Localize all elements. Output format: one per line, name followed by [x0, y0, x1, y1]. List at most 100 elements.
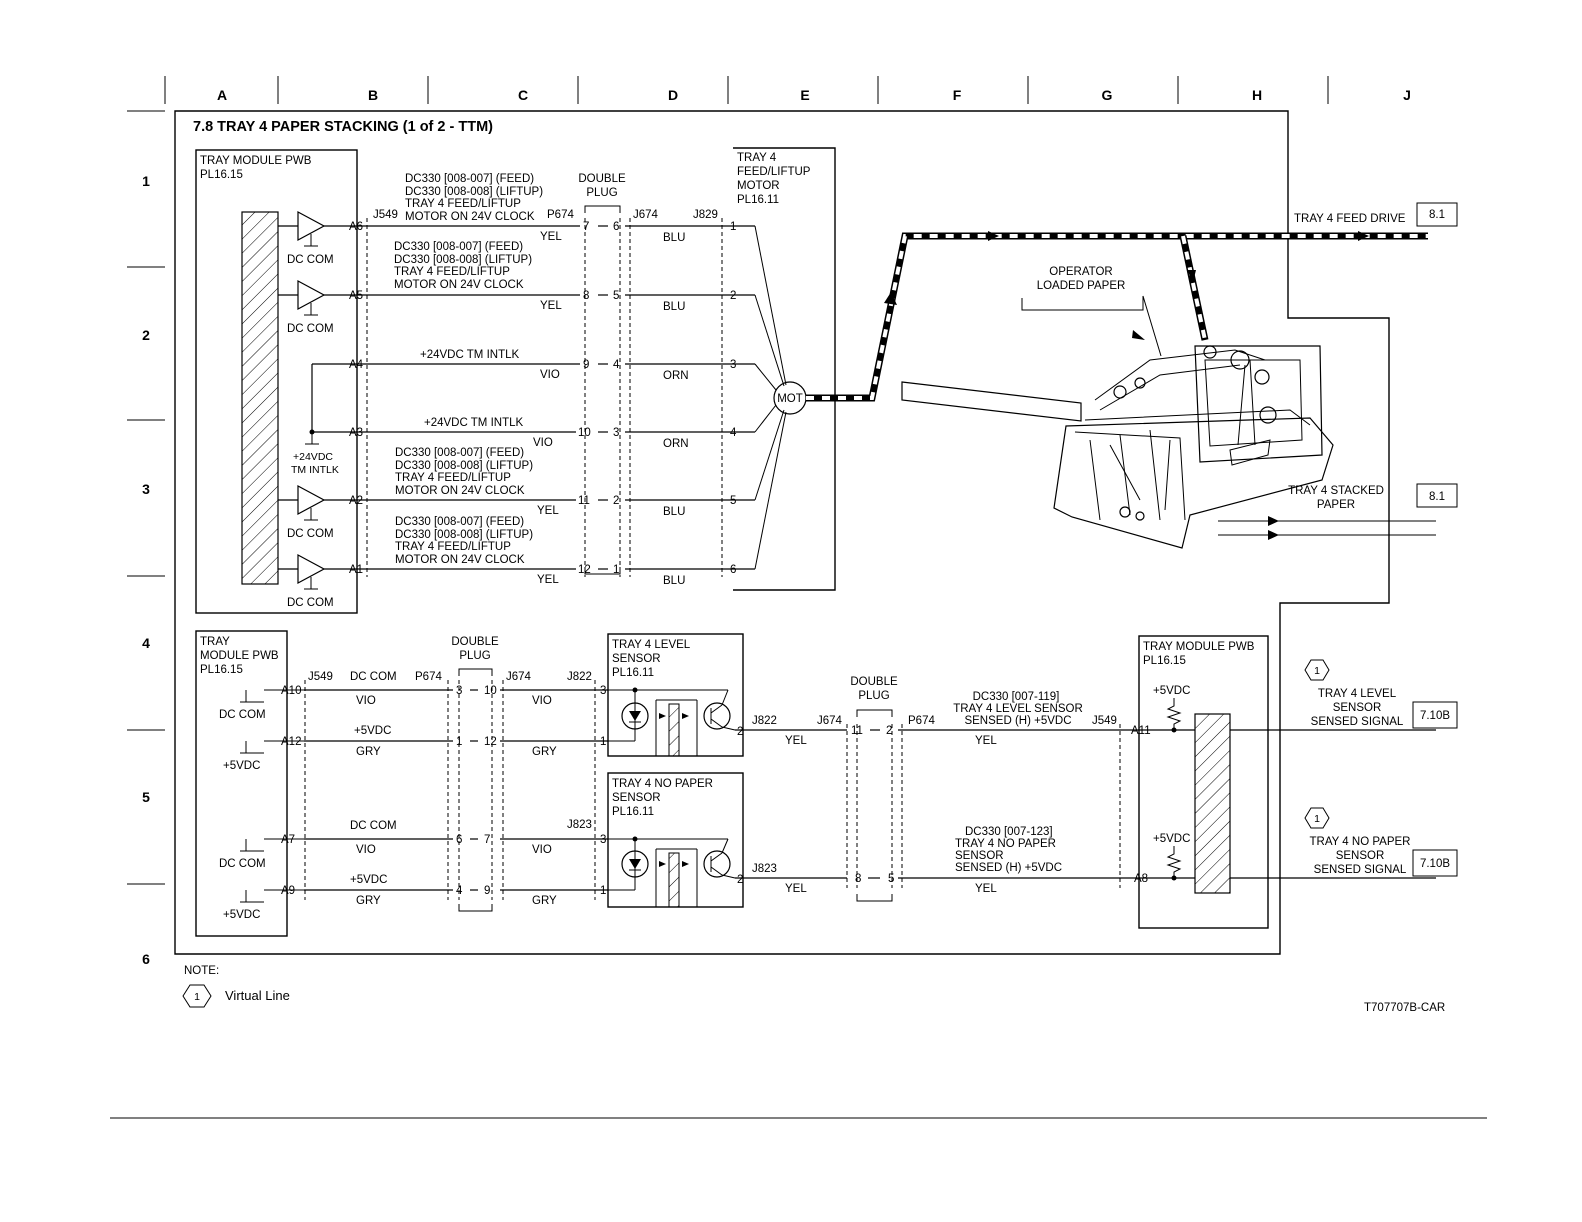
motor-line-3: MOTOR: [737, 180, 780, 192]
svg-text:YEL: YEL: [540, 300, 562, 312]
drawing-id: T707707B-CAR: [1364, 1002, 1445, 1014]
double-plug-mid-1: DOUBLE: [850, 676, 898, 688]
svg-text:1: 1: [730, 221, 736, 233]
operator-paper-1: OPERATOR: [1049, 266, 1112, 278]
svg-text:VIO: VIO: [532, 844, 552, 856]
svg-text:A1: A1: [349, 564, 363, 576]
level-j674: J674: [817, 715, 843, 727]
note-badge: 1: [182, 984, 212, 1008]
feed-text-3-l1: DC330 [008-007] (FEED): [395, 447, 524, 459]
double-plug-bot-1: DOUBLE: [451, 636, 499, 648]
level-sensor-1: TRAY 4 LEVEL: [612, 639, 691, 651]
col-b: B: [368, 87, 378, 103]
svg-text:2: 2: [730, 290, 736, 302]
column-grid: A B C D E F G H J: [164, 76, 1411, 104]
tray-pwb-bottom-3: PL16.15: [200, 664, 243, 676]
level-out-ref: 7.10B: [1420, 710, 1450, 722]
svg-text:5: 5: [730, 495, 736, 507]
svg-text:YEL: YEL: [540, 231, 562, 243]
nopaper-plug-p1: 8: [855, 873, 861, 885]
row-1: 1: [142, 173, 150, 189]
feed-text-3-l3: TRAY 4 FEED/LIFTUP: [395, 472, 511, 484]
nopaper-out-pin: 2: [737, 874, 743, 886]
col-j: J: [1403, 87, 1411, 103]
intlk-text-2: +24VDC TM INTLK: [424, 417, 523, 429]
svg-text:1: 1: [613, 564, 619, 576]
nopaper-text-1: DC330 [007-123]: [965, 826, 1053, 838]
svg-text:A9: A9: [281, 885, 295, 897]
level-out-3: SENSED SIGNAL: [1311, 716, 1404, 728]
feed-text-2-l4: MOTOR ON 24V CLOCK: [394, 279, 524, 291]
feed-text-1-l2: DC330 [008-008] (LIFTUP): [405, 186, 543, 198]
svg-text:ORN: ORN: [663, 370, 689, 382]
bottom-dashed-boundaries: [304, 680, 596, 900]
feed-text-3-l2: DC330 [008-008] (LIFTUP): [395, 460, 533, 472]
svg-text:VIO: VIO: [356, 695, 376, 707]
col-a: A: [217, 87, 227, 103]
row-grid: 1 2 3 4 5 6: [127, 110, 165, 967]
conn-p674-top: P674: [547, 209, 574, 221]
level-plug-p2: 2: [886, 725, 892, 737]
level-color-2: YEL: [975, 735, 997, 747]
level-sensor-3: PL16.11: [612, 667, 654, 679]
svg-text:3: 3: [456, 685, 462, 697]
tray-pwb-bottom-2: MODULE PWB: [200, 650, 279, 662]
top-wire-row-2: A5 8 5 YEL BLU 2: [348, 290, 755, 313]
level-out-ref-box: [1412, 701, 1458, 729]
bottom-wire-2: A12 +5VDC 1 12 GRY GRY 1: [281, 725, 608, 758]
stacked-paper-2: PAPER: [1317, 499, 1355, 511]
level-text-1: DC330 [007-119]: [973, 691, 1060, 703]
motor-fan-lines: [754, 225, 787, 570]
nopaper-out-ref-box: [1412, 849, 1458, 877]
feed-text-3-l4: MOTOR ON 24V CLOCK: [395, 485, 525, 497]
tray-pwb-top-pl: PL16.15: [200, 169, 243, 181]
conn-j823-bottom: J823: [567, 819, 592, 831]
svg-text:YEL: YEL: [537, 574, 559, 586]
svg-text:3: 3: [600, 834, 606, 846]
tray-module-pwb-bottom: [195, 630, 288, 937]
svg-text:DC COM: DC COM: [350, 820, 397, 832]
svg-text:A3: A3: [349, 427, 363, 439]
svg-text:A2: A2: [349, 495, 363, 507]
conn-j674-top: J674: [633, 209, 659, 221]
nopaper-out-1: TRAY 4 NO PAPER: [1310, 836, 1411, 848]
tray-pwb-bottom-1: TRAY: [200, 636, 230, 648]
pwb-right-hatch: [1194, 713, 1231, 894]
svg-text:3: 3: [600, 685, 606, 697]
nopaper-text-4: SENSED (H) +5VDC: [955, 862, 1062, 874]
dc-com-label-3: DC COM: [287, 528, 334, 540]
level-j549: J549: [1092, 715, 1117, 727]
level-plug-p1: 11: [851, 725, 863, 737]
level-out-1: TRAY 4 LEVEL: [1318, 688, 1397, 700]
nopaper-out-badge: 1: [1304, 807, 1330, 829]
double-plug-bot-2: PLUG: [459, 650, 490, 662]
intlk-small-2: TM INTLK: [291, 464, 339, 476]
svg-text:4: 4: [730, 427, 737, 439]
double-plug-top-1: DOUBLE: [578, 173, 626, 185]
svg-text:VIO: VIO: [540, 369, 560, 381]
svg-text:GRY: GRY: [356, 895, 381, 907]
gnd-label-4: +5VDC: [223, 909, 260, 921]
col-c: C: [518, 87, 528, 103]
svg-text:A12: A12: [281, 736, 301, 748]
feed-text-1-l3: TRAY 4 FEED/LIFTUP: [405, 198, 521, 210]
svg-text:A6: A6: [349, 221, 363, 233]
nopaper-in-pin: A8: [1134, 873, 1148, 885]
note-label: NOTE:: [184, 965, 219, 977]
nopaper-sensor-1: TRAY 4 NO PAPER: [612, 778, 713, 790]
mid-dashed-boundaries: [846, 724, 1121, 888]
bottom-wire-3: A7 DC COM 6 7 VIO VIO 3: [281, 820, 608, 856]
pullup-label-1: +5VDC: [1153, 685, 1190, 697]
svg-text:A7: A7: [281, 834, 295, 846]
svg-text:A5: A5: [349, 290, 363, 302]
level-out-badge: 1: [1304, 659, 1330, 681]
level-text-2: TRAY 4 LEVEL SENSOR: [953, 703, 1083, 715]
svg-text:1: 1: [600, 736, 606, 748]
tray-pwb-top-name: TRAY MODULE PWB: [200, 155, 312, 167]
svg-text:BLU: BLU: [663, 575, 685, 587]
nopaper-plug-p2: 5: [888, 873, 894, 885]
intlk-text-1: +24VDC TM INTLK: [420, 349, 519, 361]
top-wire-row-5: A2 11 2 YEL BLU 5: [348, 495, 755, 518]
tray-module-pwb-right: [1138, 635, 1269, 929]
nopaper-j823: J823: [752, 863, 777, 875]
